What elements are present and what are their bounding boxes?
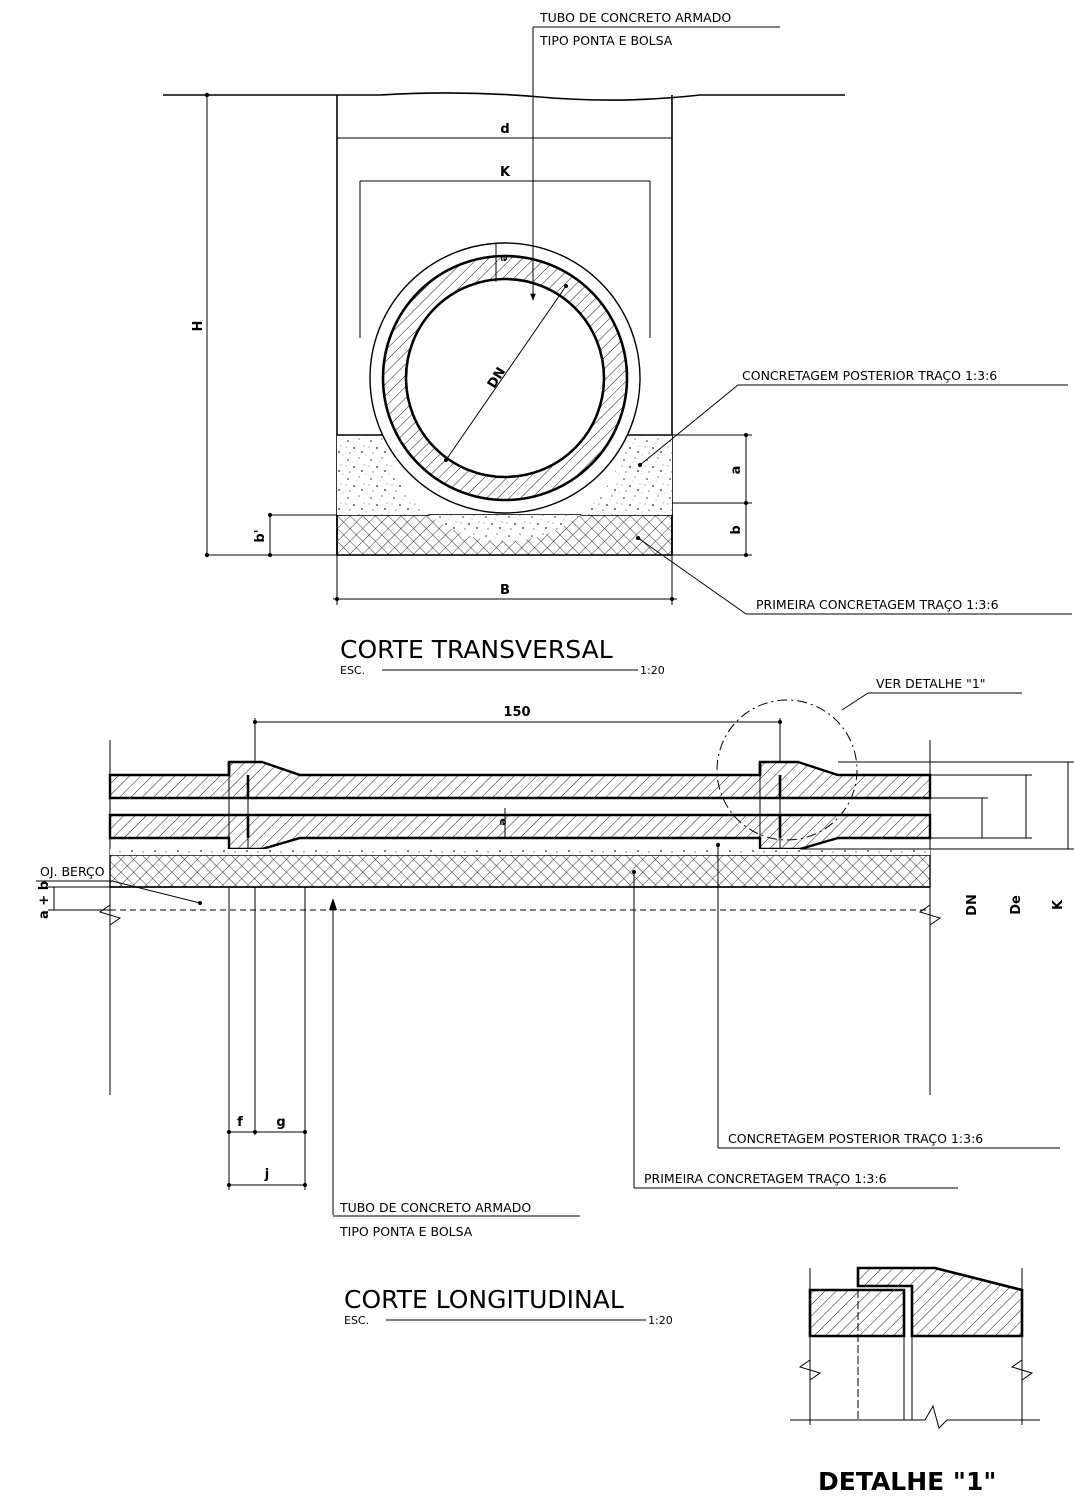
note-tube-longitudinal-line2: TIPO PONTA E BOLSA bbox=[339, 1224, 473, 1239]
title-detalhe-1: DETALHE "1" bbox=[818, 1467, 996, 1496]
dim-de: De bbox=[1009, 895, 1024, 915]
dim-b-width: B bbox=[500, 583, 510, 598]
dim-a-plus-b: a + b bbox=[37, 881, 52, 919]
note-tube-line2: TIPO PONTA E BOLSA bbox=[539, 33, 673, 48]
bottom-pipe-wall bbox=[108, 813, 932, 851]
detail-callout-circle bbox=[716, 699, 858, 841]
leader-primeira bbox=[636, 536, 747, 615]
title-corte-longitudinal: CORTE LONGITUDINAL bbox=[344, 1285, 624, 1314]
leader-posterior bbox=[638, 384, 739, 467]
scale-transversal: 1:20 bbox=[640, 664, 665, 677]
title-corte-transversal: CORTE TRANSVERSAL bbox=[340, 635, 613, 664]
dim-a: a bbox=[729, 466, 744, 475]
dim-b: b bbox=[729, 525, 744, 534]
dim-e: e bbox=[498, 254, 511, 261]
note-tube-line1: TUBO DE CONCRETO ARMADO bbox=[539, 10, 731, 25]
esc-label-transversal: ESC. bbox=[340, 664, 365, 677]
dim-b-prime: b' bbox=[253, 529, 268, 542]
detail-1: DETALHE "1" bbox=[790, 1266, 1040, 1496]
dim-150: 150 bbox=[503, 705, 530, 720]
cross-section: DN e d K H b' a b bbox=[163, 10, 1072, 677]
note-posterior-transversal: CONCRETAGEM POSTERIOR TRAÇO 1:3:6 bbox=[742, 368, 997, 383]
dim-f: f bbox=[237, 1115, 243, 1130]
note-posterior-longitudinal: CONCRETAGEM POSTERIOR TRAÇO 1:3:6 bbox=[728, 1131, 983, 1146]
detail-spigot bbox=[808, 1288, 906, 1338]
leader-berco bbox=[111, 880, 202, 905]
dn-diameter-line bbox=[444, 284, 568, 462]
note-berco: OJ. BERÇO bbox=[40, 864, 105, 879]
esc-label-longitudinal: ESC. bbox=[344, 1314, 369, 1327]
dim-h: H bbox=[191, 321, 206, 332]
note-ver-detalhe: VER DETALHE "1" bbox=[876, 676, 986, 691]
note-primeira-transversal: PRIMEIRA CONCRETAGEM TRAÇO 1:3:6 bbox=[756, 597, 999, 612]
ground-line bbox=[163, 92, 845, 101]
dim-k-longitudinal: K bbox=[1051, 899, 1066, 910]
detail-bell bbox=[856, 1266, 1024, 1338]
first-concreting-longitudinal bbox=[109, 854, 931, 888]
dim-d: d bbox=[500, 122, 509, 137]
scale-longitudinal: 1:20 bbox=[648, 1314, 673, 1327]
dim-k: K bbox=[500, 165, 511, 180]
dim-g: g bbox=[276, 1115, 285, 1130]
dim-j: j bbox=[264, 1167, 269, 1182]
longitudinal-section: 150 VER DETALHE "1" OJ. BERÇO a + b DN D… bbox=[36, 676, 1074, 1327]
posterior-concreting-layer bbox=[337, 435, 672, 542]
dim-dn-longitudinal: DN bbox=[965, 894, 980, 916]
note-tube-longitudinal-line1: TUBO DE CONCRETO ARMADO bbox=[339, 1200, 531, 1215]
dim-e-longitudinal: e bbox=[497, 818, 510, 825]
note-primeira-longitudinal: PRIMEIRA CONCRETAGEM TRAÇO 1:3:6 bbox=[644, 1171, 887, 1186]
top-pipe-wall bbox=[108, 760, 932, 800]
